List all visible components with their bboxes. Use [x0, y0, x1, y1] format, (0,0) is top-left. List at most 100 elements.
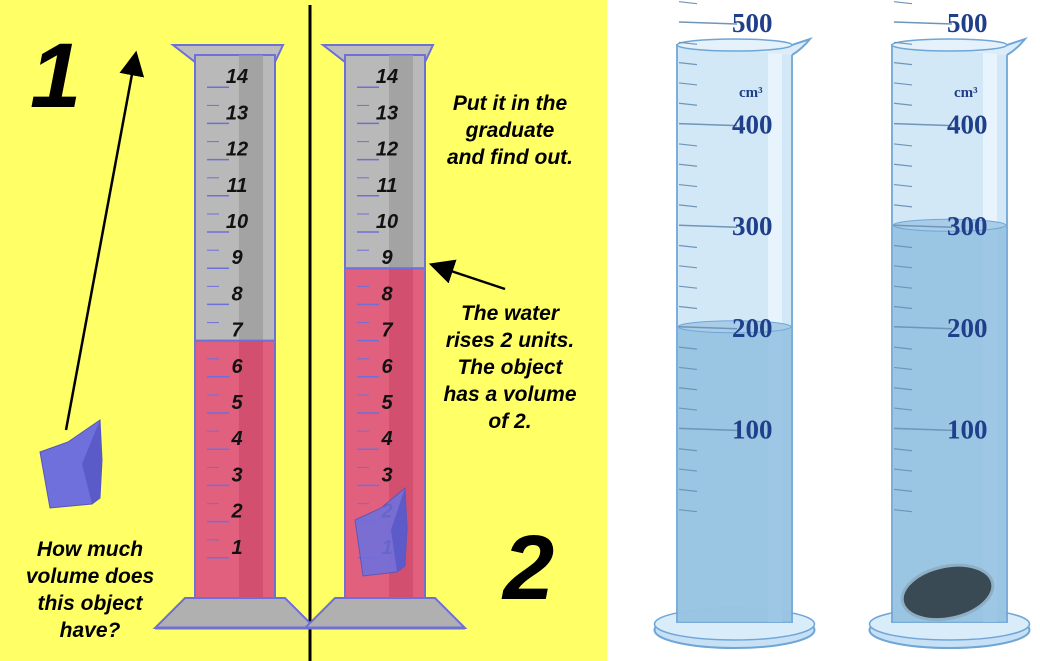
glass-minor-tick: [678, 448, 698, 452]
glass-minor-tick: [678, 62, 698, 66]
scale-label: 3: [231, 464, 242, 486]
scale-label: 14: [376, 66, 398, 88]
glass-minor-tick: [893, 305, 913, 310]
glass-minor-tick: [678, 163, 698, 167]
scale-label: 10: [376, 211, 398, 233]
glass-minor-tick: [893, 407, 913, 411]
scale-label: 12: [376, 139, 398, 161]
glass-minor-tick: [678, 265, 698, 269]
glass-cylinder-before: 100 200 300 400 500 cm³: [653, 1, 816, 649]
irregular-object: [39, 419, 103, 509]
glass-scale-label: 300: [947, 211, 988, 241]
glass-minor-tick: [678, 143, 698, 147]
glass-major-tick: [893, 122, 953, 127]
displacement-illustration: 1 2 How much volume does this object hav…: [0, 0, 607, 661]
scale-label: 12: [226, 139, 248, 161]
glass-minor-tick: [893, 488, 913, 492]
scale-label: 5: [231, 392, 243, 414]
scale-label: 6: [231, 356, 243, 378]
scale-label: 7: [381, 320, 393, 342]
scale-label: 9: [231, 247, 243, 269]
glass-scale-label: 100: [732, 414, 773, 444]
scale-label: 7: [231, 320, 243, 342]
glass-scale-label: 500: [947, 8, 988, 38]
glass-scale-label: 200: [732, 313, 773, 343]
glass-major-tick: [893, 427, 953, 432]
glass-minor-tick: [678, 285, 698, 289]
glass-minor-tick: [893, 346, 913, 350]
glass-minor-tick: [678, 204, 698, 208]
glass-minor-tick: [893, 102, 913, 106]
glass-minor-tick: [893, 509, 913, 513]
glass-minor-tick: [893, 387, 913, 391]
glass-minor-tick: [678, 244, 698, 249]
glass-unit-label: cm³: [739, 85, 763, 101]
scale-label: 8: [231, 283, 243, 305]
glass-minor-tick: [678, 346, 698, 350]
scale-label: 4: [380, 428, 392, 450]
scale-label: 5: [381, 392, 393, 414]
glass-minor-tick: [893, 204, 913, 208]
glass-minor-tick: [678, 509, 698, 513]
scale-label: 9: [381, 247, 393, 269]
glass-major-tick: [893, 21, 953, 25]
scale-label: 10: [226, 211, 248, 233]
glass-minor-tick: [893, 183, 913, 188]
glass-major-tick: [893, 224, 953, 228]
glass-minor-tick: [678, 366, 698, 371]
glass-minor-tick: [678, 305, 698, 310]
scale-label: 6: [381, 356, 393, 378]
glass-minor-tick: [893, 265, 913, 269]
glass-major-tick: [678, 122, 738, 127]
glass-scale-label: 300: [732, 211, 773, 241]
question-text: How much volume does this object have?: [25, 538, 155, 642]
glass-unit-label: cm³: [954, 85, 978, 101]
submerged-object: [354, 486, 408, 577]
scale-label: 11: [227, 175, 248, 197]
step-1-number: 1: [30, 25, 82, 127]
glass-scale-label: 100: [947, 414, 988, 444]
glass-minor-tick: [678, 183, 698, 188]
glass-major-tick: [678, 21, 738, 25]
glass-scale-label: 400: [947, 110, 988, 140]
glass-minor-tick: [893, 62, 913, 66]
instruction-text: Put it in the graduate and find out.: [447, 92, 573, 169]
glass-major-tick: [678, 224, 738, 228]
glass-minor-tick: [893, 163, 913, 167]
scale-label: 3: [381, 464, 392, 486]
object-arrow: [64, 50, 145, 431]
glass-minor-tick: [893, 468, 913, 472]
glass-minor-tick: [893, 41, 913, 45]
glass-minor-tick: [678, 82, 698, 86]
scale-label: 14: [226, 66, 248, 88]
scale-label: 1: [231, 537, 242, 559]
scale-label: 4: [230, 428, 242, 450]
scale-label: 13: [226, 102, 248, 124]
glass-major-tick: [678, 326, 738, 330]
scale-label: 11: [377, 175, 398, 197]
step-2-number: 2: [503, 517, 555, 619]
glass-minor-tick: [893, 285, 913, 289]
explanation-text: The water rises 2 units. The object has …: [443, 302, 577, 433]
glass-minor-tick: [678, 102, 698, 106]
glass-major-tick: [678, 427, 738, 432]
glass-minor-tick: [893, 448, 913, 452]
scale-label: 2: [230, 501, 242, 523]
glass-minor-tick: [678, 41, 698, 45]
glass-minor-tick: [678, 407, 698, 411]
glass-scale-label: 500: [732, 8, 773, 38]
glass-scale-label: 400: [732, 110, 773, 140]
scale-label: 13: [376, 102, 398, 124]
glass-minor-tick: [678, 387, 698, 391]
glass-minor-tick: [893, 143, 913, 147]
glass-minor-tick: [678, 1, 698, 5]
water-level-arrow: [428, 259, 506, 291]
scale-label: 8: [381, 283, 393, 305]
stone: [900, 563, 995, 622]
